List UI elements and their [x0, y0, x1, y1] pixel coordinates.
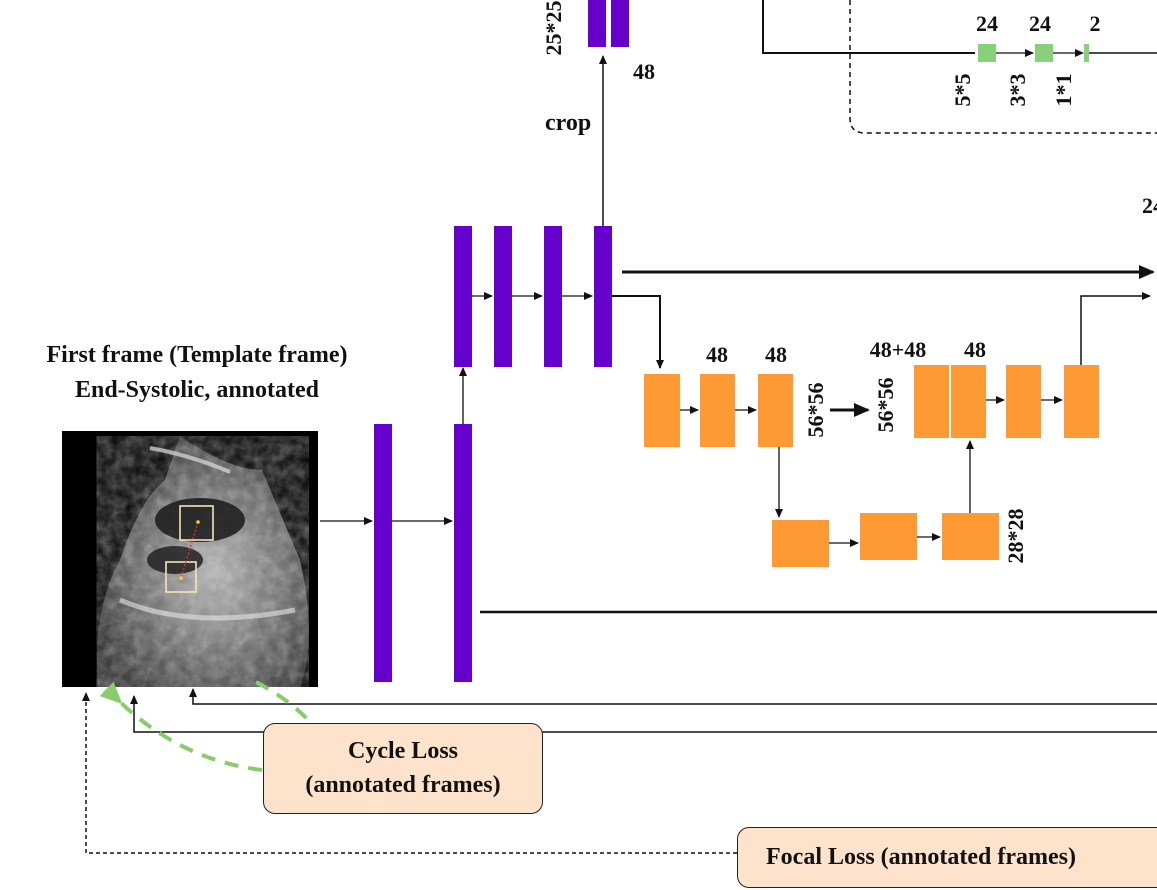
cycle-link-upper	[255, 680, 312, 724]
feedback-line-lower	[130, 695, 1157, 733]
crop-feature-block-1	[588, 0, 606, 47]
head-block-2	[1035, 44, 1053, 62]
head-block-3	[1084, 44, 1089, 62]
bottom-block-2	[860, 513, 917, 560]
cycle-loss-subtitle: (annotated frames)	[305, 771, 501, 798]
merge-block-4	[1064, 365, 1099, 438]
cycle-loss-box: Cycle Loss (annotated frames)	[263, 723, 543, 814]
frame-title-line2: End-Systolic, annotated	[74, 377, 320, 403]
decoder-branch-arrow	[612, 295, 664, 369]
merge-block-2	[951, 365, 986, 438]
edge-fragment-label: 24	[1142, 193, 1157, 218]
merge-size-label: 56*56	[873, 378, 898, 433]
backbone-block-2	[454, 424, 472, 682]
backbone-block-4	[494, 226, 512, 367]
backbone-block-5	[544, 226, 562, 367]
head-kernel-1: 5*5	[950, 74, 975, 107]
head-kernel-3: 1*1	[1051, 74, 1076, 107]
crop-channels-label: 48	[633, 59, 655, 84]
focal-loss-box: Focal Loss (annotated frames)	[737, 827, 1157, 888]
decoder-size-label: 56*56	[803, 383, 828, 438]
head-input-line	[762, 0, 975, 54]
cycle-arrow	[99, 681, 263, 772]
decoder-block-1	[644, 374, 680, 447]
merge-channels-concat: 48+48	[870, 337, 927, 362]
head-dashed-box	[849, 0, 1157, 134]
merge-block-1	[914, 365, 949, 438]
decoder-channels-2: 48	[765, 342, 787, 367]
cycle-loss-title: Cycle Loss	[348, 737, 458, 764]
feedback-line-upper	[189, 688, 1157, 705]
frame-title-line1: First frame (Template frame)	[46, 342, 348, 368]
crop-size-label: 25*25	[541, 1, 566, 56]
backbone-block-1	[374, 424, 392, 682]
decoder-block-2	[700, 374, 735, 447]
head-channels-3: 2	[1090, 11, 1101, 36]
head-channels-2: 24	[1029, 11, 1051, 36]
decoder-block-3	[758, 374, 793, 447]
crop-label: crop	[545, 110, 591, 136]
backbone-block-3	[454, 226, 472, 367]
merge-channels: 48	[964, 337, 986, 362]
decoder-channels-1: 48	[706, 342, 728, 367]
focal-loss-label: Focal Loss (annotated frames)	[766, 843, 1076, 870]
head-channels-1: 24	[976, 11, 998, 36]
merge-block-3	[1006, 365, 1041, 438]
bottom-block-1	[772, 520, 829, 567]
bottom-size-label: 28*28	[1003, 509, 1028, 564]
head-kernel-2: 3*3	[1005, 74, 1030, 107]
bottom-block-3	[942, 513, 999, 560]
head-block-1	[978, 44, 996, 62]
backbone-block-6	[594, 226, 612, 367]
crop-feature-block-2	[611, 0, 629, 47]
focal-loss-dashed-line	[82, 692, 737, 854]
ultrasound-template-image	[62, 431, 318, 687]
decoder-output-arrow	[1080, 292, 1151, 365]
